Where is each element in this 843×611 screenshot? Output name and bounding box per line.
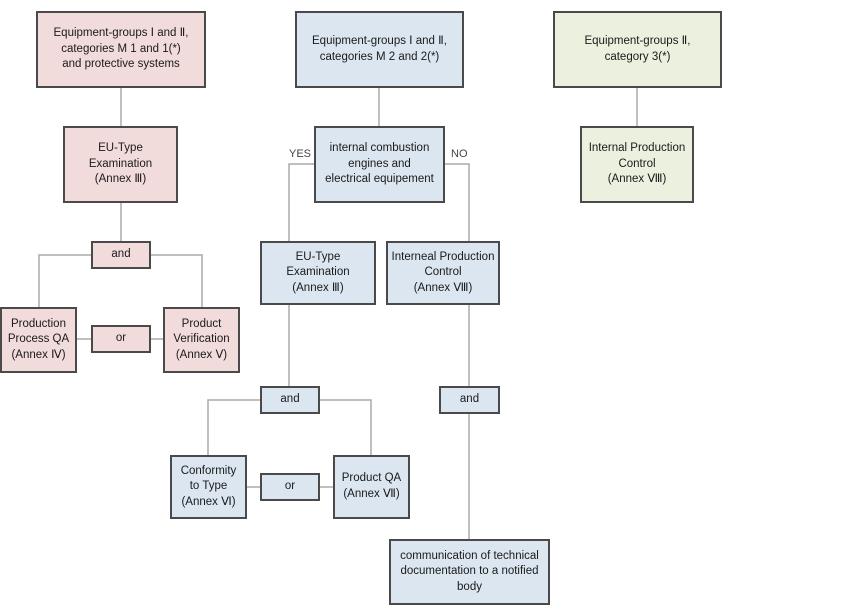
header-groups-m2-cat2: Equipment-groups Ⅰ and Ⅱ, categories M 2…	[295, 11, 464, 88]
conformity-to-type-box: Conformity to Type (Annex Ⅵ)	[170, 455, 247, 519]
and-connector-box: and	[260, 386, 320, 414]
internal-production-control-box: Interneal Production Control (Annex Ⅷ)	[386, 241, 500, 305]
product-qa-box: Product QA (Annex Ⅶ)	[333, 455, 410, 519]
yes-label: YES	[289, 148, 312, 160]
and-connector-box-right: and	[439, 386, 500, 414]
internal-production-control-box: Internal Production Control (Annex Ⅷ)	[580, 126, 694, 203]
no-label: NO	[451, 148, 468, 160]
communication-technical-documentation-box: communication of technical documentation…	[389, 539, 550, 605]
decision-combustion-electrical-box: internal combustion engines and electric…	[314, 126, 445, 203]
product-verification-box: Product Verification (Annex Ⅴ)	[163, 307, 240, 373]
and-connector-box: and	[91, 241, 151, 269]
or-connector-box: or	[91, 325, 151, 353]
header-groups-cat3: Equipment-groups Ⅱ, category 3(*)	[553, 11, 722, 88]
or-connector-box: or	[260, 473, 320, 501]
production-process-qa-box: Production Process QA (Annex Ⅳ)	[0, 307, 77, 373]
eu-type-examination-box: EU-Type Examination (Annex Ⅲ)	[63, 126, 178, 203]
header-groups-m1-cat1: Equipment-groups Ⅰ and Ⅱ, categories M 1…	[36, 11, 206, 88]
eu-type-examination-box: EU-Type Examination (Annex Ⅲ)	[260, 241, 376, 305]
